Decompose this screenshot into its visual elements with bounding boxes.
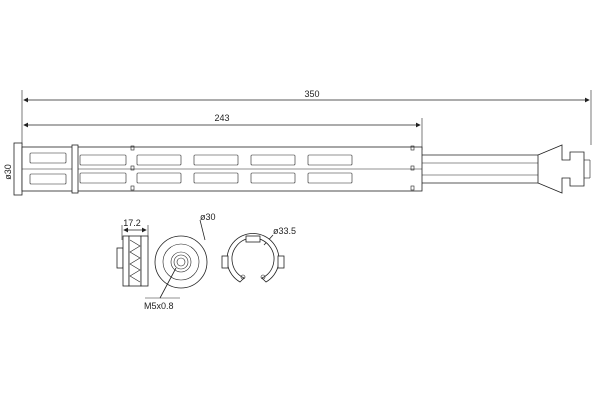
cap-front-view: ø30 M5x0.8 [144, 212, 216, 311]
diameter-label: ø30 [3, 164, 13, 180]
cap-diameter-label: ø30 [200, 212, 216, 222]
overall-length-dimension: 350 [21, 89, 592, 145]
retaining-clip-view: ø33.5 [221, 226, 296, 283]
body-length-label: 243 [214, 113, 229, 123]
overall-length-label: 350 [304, 89, 319, 99]
diameter-dimension: ø30 [3, 164, 13, 180]
thread-label: M5x0.8 [144, 301, 174, 311]
cap-side-view: 17.2 [116, 218, 149, 287]
clip-diameter-label: ø33.5 [273, 226, 296, 236]
body-length-dimension: 243 [23, 113, 423, 150]
cap-width-label: 17.2 [123, 218, 141, 228]
drier-body [13, 142, 591, 196]
